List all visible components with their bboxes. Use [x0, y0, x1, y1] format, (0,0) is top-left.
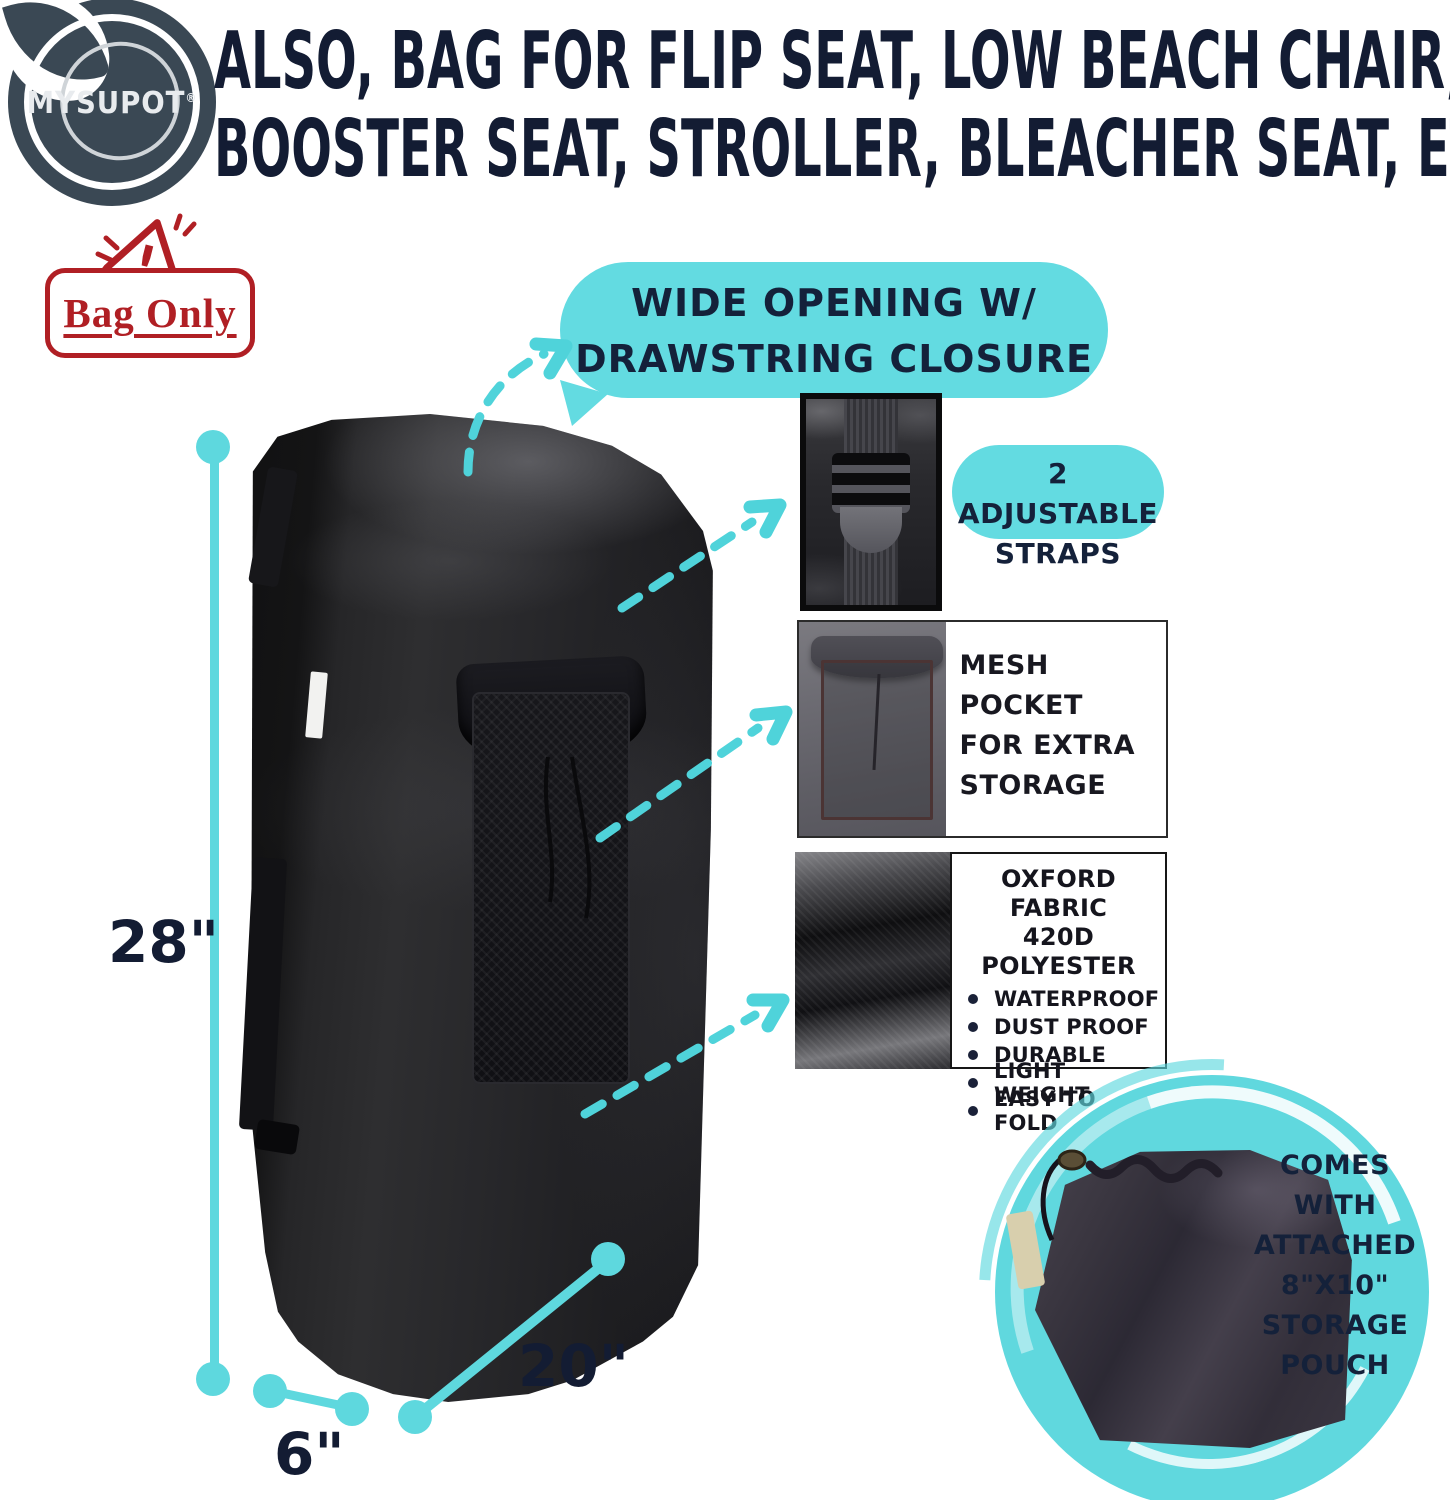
fabric-bullet-label: EASY TO FOLD: [994, 1087, 1096, 1135]
fabric-bullet-row: LIGHT WEIGHT: [952, 1059, 1165, 1107]
pouch-line-1: COMES WITH: [1279, 1150, 1391, 1221]
depth-dim-dot-left: [253, 1374, 287, 1408]
registered-mark: ®: [185, 91, 198, 105]
fabric-bullet-label: LIGHT WEIGHT: [994, 1059, 1090, 1107]
width-dimension-label: 20": [518, 1332, 629, 1400]
pouch-line-3: 8"X10": [1280, 1270, 1390, 1301]
fabric-bullet-label: DURABLE: [994, 1043, 1107, 1067]
mesh-line-3: STORAGE: [959, 770, 1107, 801]
storage-pouch-photo: [1035, 1149, 1352, 1448]
bullet-dot: [968, 1022, 978, 1032]
adjustable-straps-callout: 2 ADJUSTABLE STRAPS: [952, 445, 1164, 570]
mesh-pocket-photo: [799, 622, 946, 836]
strap-closeup-photo: [800, 393, 942, 611]
wide-opening-callout: WIDE OPENING W/ DRAWSTRING CLOSURE: [560, 262, 1108, 398]
arrowhead-fabric: [746, 993, 790, 1033]
pouch-line-2: ATTACHED: [1253, 1230, 1417, 1261]
fabric-title-2: 420D POLYESTER: [981, 923, 1136, 980]
pouch-callout: COMES WITH ATTACHED 8"X10" STORAGE POUCH: [1240, 1146, 1430, 1386]
bullet-dot: [968, 1050, 978, 1060]
straps-line-2: STRAPS: [994, 537, 1122, 570]
depth-dim-dot-right: [335, 1392, 369, 1426]
mesh-line-2: FOR EXTRA: [959, 730, 1135, 761]
logo-ring: [24, 14, 200, 190]
mesh-line-1: MESH POCKET: [959, 650, 1083, 721]
mesh-pocket-panel: MESH POCKET FOR EXTRA STORAGE: [797, 620, 1168, 838]
height-dim-dot-top: [196, 430, 230, 464]
wide-opening-line-2: DRAWSTRING CLOSURE: [575, 337, 1093, 381]
brand-logo: MYSUPOT®: [0, 0, 216, 206]
arrowhead-mesh: [749, 705, 793, 746]
bullet-dot: [968, 1078, 978, 1088]
pouch-line-4: STORAGE: [1261, 1310, 1409, 1341]
fabric-bullet-label: DUST PROOF: [994, 1015, 1149, 1039]
fabric-bullet-row: DUST PROOF: [952, 1013, 1165, 1041]
bag-only-badge: Bag Only: [45, 268, 255, 358]
depth-dimension-label: 6": [274, 1420, 345, 1488]
bullet-dot: [968, 1106, 978, 1116]
bullet-dot: [968, 994, 978, 1004]
fabric-bullet-row: WATERPROOF: [952, 985, 1165, 1013]
arrowhead-straps: [743, 498, 787, 539]
straps-line-1: 2 ADJUSTABLE: [957, 457, 1159, 530]
fabric-closeup-photo: [795, 852, 950, 1069]
strap-buckle: [832, 453, 910, 513]
headline-line-1: ALSO, BAG FOR FLIP SEAT, LOW BEACH CHAIR…: [214, 14, 1450, 107]
headline-line-2: BOOSTER SEAT, STROLLER, BLEACHER SEAT, E…: [214, 102, 1450, 195]
height-dimension-line: [210, 447, 219, 1379]
width-dim-dot-left: [398, 1400, 432, 1434]
bag-side-buckle: [253, 1118, 301, 1156]
bag-only-label: Bag Only: [63, 290, 237, 336]
brand-name-text: MYSUPOT: [26, 86, 186, 121]
height-dim-dot-bottom: [196, 1362, 230, 1396]
fabric-bullet-label: WATERPROOF: [994, 987, 1160, 1011]
bag-mesh-pocket: [472, 692, 630, 1084]
fabric-bullet-row: DURABLE: [952, 1041, 1165, 1069]
brand-name: MYSUPOT®: [16, 86, 207, 121]
pouch-line-5: POUCH: [1280, 1350, 1390, 1381]
fabric-specs-box: OXFORD FABRIC 420D POLYESTER WATERPROOF …: [950, 852, 1167, 1135]
mesh-photo-flap: [811, 636, 943, 678]
fabric-title-1: OXFORD FABRIC: [1000, 865, 1117, 922]
mesh-pocket-text: MESH POCKET FOR EXTRA STORAGE: [946, 622, 1166, 836]
width-dim-dot-right: [591, 1242, 625, 1276]
wide-opening-line-1: WIDE OPENING W/: [631, 281, 1037, 325]
height-dimension-label: 28": [108, 908, 219, 976]
fabric-bullet-row: EASY TO FOLD: [952, 1087, 1165, 1135]
fabric-bullet-list: WATERPROOF DUST PROOF DURABLE LIGHT WEIG…: [952, 985, 1165, 1135]
